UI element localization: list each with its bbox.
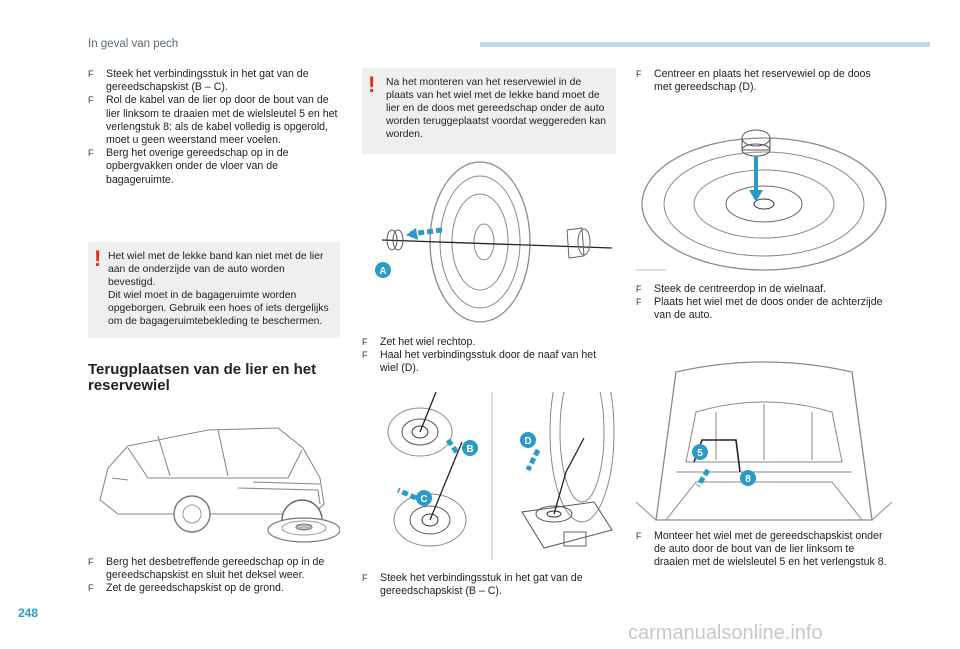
callout-a: A	[379, 266, 386, 277]
callout-b: B	[466, 444, 473, 455]
warning-text: Dit wiel moet in de bagageruimte worden …	[108, 290, 329, 327]
callout-8: 8	[745, 474, 751, 485]
col3-bullets-bottom: F Monteer het wiel met de gereedschapski…	[636, 530, 891, 570]
list-item: F Zet het wiel rechtop.	[362, 336, 476, 348]
chapter-title: In geval van pech	[88, 38, 179, 50]
trunk-illustration: 5 8	[636, 352, 892, 522]
list-item: F Berg het desbetreffende gereedschap op…	[88, 556, 325, 582]
col2-bullets-mid: F Zet het wiel rechtop. F Haal het verbi…	[362, 336, 617, 376]
warning-icon: !	[368, 72, 376, 97]
callout-d: D	[524, 436, 531, 447]
list-item: F Rol de kabel van de lier op door de bo…	[88, 94, 338, 147]
warning-text: Het wiel met de lekke band kan niet met …	[108, 251, 324, 288]
col3-bullets-mid: F Steek de centreerdop in de wielnaaf. F…	[636, 283, 891, 323]
col3-bullets-top: F Centreer en plaats het reservewiel op …	[636, 68, 891, 94]
car-illustration	[88, 408, 340, 546]
list-item: F Steek het verbindingsstuk in het gat v…	[88, 68, 309, 94]
toolbox-cable-illustration: B C D	[362, 392, 616, 560]
header-bar	[480, 42, 930, 47]
callout-c: C	[420, 494, 427, 505]
list-item: F Plaats het wiel met de doos onder de a…	[636, 296, 883, 322]
wheel-center-illustration	[636, 108, 892, 276]
wheel-hub-illustration: A	[362, 160, 616, 328]
callout-a-marker	[375, 262, 391, 278]
section-title: Terugplaatsen van de lier en het reserve…	[88, 361, 317, 394]
col1-bullets-bottom: F Berg het desbetreffende gereedschap op…	[88, 556, 343, 596]
warning-box: ! Na het monteren van het reservewiel in…	[362, 68, 616, 154]
watermark: carmanualsonline.info	[628, 622, 823, 644]
list-item: F Centreer en plaats het reservewiel op …	[636, 68, 871, 94]
callout-5: 5	[697, 448, 703, 459]
warning-box: ! Het wiel met de lekke band kan niet me…	[88, 242, 340, 338]
page-number: 248	[18, 606, 39, 620]
col2-bullets-bottom: F Steek het verbindingsstuk in het gat v…	[362, 572, 617, 598]
list-item: F Steek de centreerdop in de wielnaaf.	[636, 283, 826, 295]
col1-bullets-top: F Steek het verbindingsstuk in het gat v…	[88, 68, 343, 187]
list-item: F Steek het verbindingsstuk in het gat v…	[362, 572, 583, 598]
warning-text: Na het monteren van het reservewiel in d…	[386, 77, 607, 140]
warning-icon: !	[94, 246, 102, 271]
list-item: F Berg het overige gereedschap op in de …	[88, 147, 289, 186]
list-item: F Zet de gereedschapskist op de grond.	[88, 582, 284, 595]
list-item: F Haal het verbindingsstuk door de naaf …	[362, 349, 597, 375]
list-item: F Monteer het wiel met de gereedschapski…	[636, 530, 887, 569]
